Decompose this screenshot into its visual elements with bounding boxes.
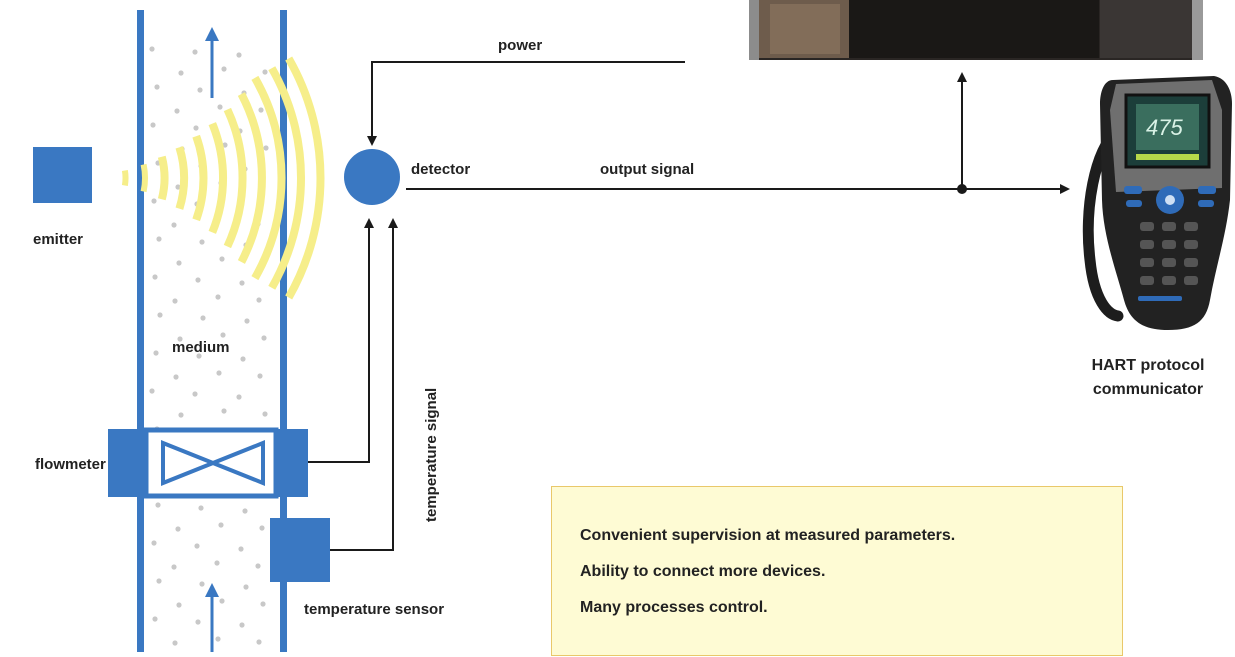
detector-circle: [344, 149, 400, 205]
temperature-sensor-box: [270, 518, 330, 582]
pipe-left-wall: [137, 10, 144, 652]
detector-label: detector: [411, 161, 471, 178]
monitor-image: [749, 0, 1203, 60]
temperature-signal-line: [330, 218, 398, 551]
temperature-sensor-label: temperature sensor: [304, 601, 445, 618]
emitter-box: [33, 147, 92, 203]
emitter-label: emitter: [33, 231, 84, 248]
output-signal-label: output signal: [600, 161, 695, 178]
note-line-1: Convenient supervision at measured param…: [580, 527, 956, 544]
feature-note-box: Convenient supervision at measured param…: [551, 486, 1123, 656]
flowmeter-label: flowmeter: [35, 456, 106, 473]
note-line-2: Ability to connect more devices.: [580, 563, 826, 580]
flowmeter-symbol: [108, 427, 308, 499]
note-line-3: Many processes control.: [580, 599, 768, 616]
medium-label: medium: [172, 339, 230, 356]
radiation-beam: [121, 56, 325, 300]
power-line: [367, 61, 685, 146]
hart-label-line2: communicator: [1092, 381, 1204, 398]
pipe-right-wall: [280, 10, 287, 652]
svg-text:475: 475: [1146, 115, 1183, 140]
hart-label-line1: HART protocol: [1091, 357, 1205, 374]
power-label: power: [498, 37, 543, 54]
flowmeter-signal-line: [308, 218, 374, 463]
temperature-signal-label: temperature signal: [423, 387, 440, 522]
hart-communicator-image: 475: [1082, 76, 1232, 330]
